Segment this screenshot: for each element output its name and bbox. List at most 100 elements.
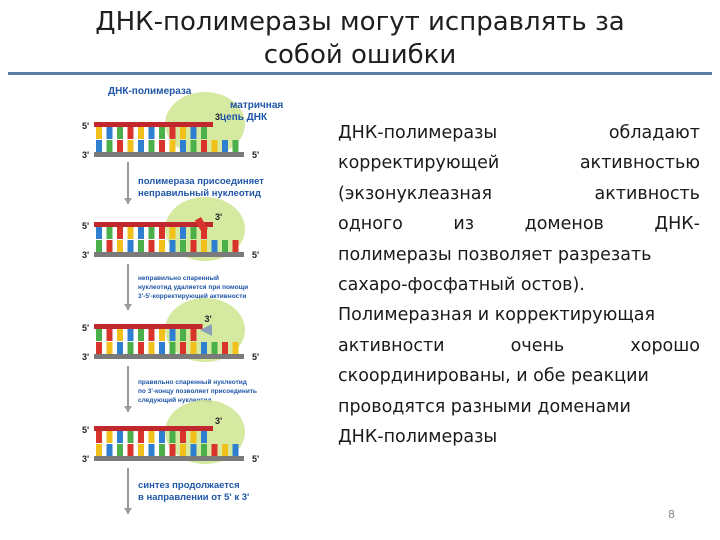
template-base [127,240,134,252]
template-base [159,140,165,152]
new-strand-base [106,431,113,443]
text-line: сахаро-фосфатный остов). [338,275,585,296]
template-base [180,342,186,354]
template-base [96,444,102,456]
new-strand-base [96,227,102,239]
template-base [169,342,176,354]
template-base [169,140,176,152]
new-strand-base [106,329,113,341]
step3-line1: правильно спаренный нуклеотид [138,378,247,386]
end-label-5: 5' [82,425,89,435]
slide-title: ДНК-полимеразы могут исправлять за собой… [0,6,720,72]
new-strand-base [127,127,134,139]
template-base [211,444,218,456]
end-label-5: 5' [82,221,89,231]
new-strand-base [127,227,134,239]
template-base [117,342,123,354]
label-polymerase: ДНК-полимераза [108,86,192,97]
new-strand-base [96,127,102,139]
new-strand-base [159,227,165,239]
text-line: ДНК-полимеразы [338,427,498,448]
template-base [127,342,134,354]
template-base [190,240,197,252]
new-strand-base [190,227,197,239]
new-strand-base [159,127,165,139]
new-strand-base [169,127,176,139]
template-base [148,444,155,456]
template-base [169,444,176,456]
new-strand-base [148,227,155,239]
arrow-head [124,406,132,412]
new-strand-base [138,227,144,239]
end-label-3: 3' [82,454,89,464]
end-label-3: 3' [215,212,222,222]
template-base [222,342,228,354]
text-line: проводятся разными доменами [338,396,631,417]
template-base [106,444,113,456]
template-backbone [94,354,244,359]
step2-line3: 3'-5'-корректирующей активности [138,292,246,300]
new-strand-base [117,431,123,443]
template-base [106,342,113,354]
text-line: Полимеразная и корректирующая [338,305,656,326]
new-strand-base [138,431,144,443]
template-base [201,342,207,354]
label-template-2: цепь ДНК [220,112,268,123]
mismatched-base [194,216,208,233]
template-base [180,444,186,456]
new-strand-base [106,227,113,239]
new-strand-base [148,127,155,139]
template-base [106,140,113,152]
template-base [138,240,144,252]
arrow-head [124,508,132,514]
new-strand-base [148,431,155,443]
template-base [96,140,102,152]
new-strand-base [138,329,144,341]
text-line: скоординированы, и обе реакции [338,366,649,387]
template-base [148,240,155,252]
backtrack-arrow [200,324,212,336]
template-base [190,444,197,456]
new-strand-base [169,227,176,239]
new-strand-base [201,431,207,443]
new-strand-base [148,329,155,341]
end-label-5: 5' [252,352,259,362]
new-strand-backbone [94,222,213,227]
new-strand-base [180,431,186,443]
new-strand-base [169,431,176,443]
template-base [232,240,239,252]
new-strand-base [190,127,197,139]
template-base [232,342,239,354]
template-base [117,140,123,152]
new-strand-base [117,227,123,239]
new-strand-base [201,127,207,139]
new-strand-base [117,127,123,139]
new-strand-backbone [94,324,203,329]
template-base [222,240,228,252]
template-base [222,444,228,456]
new-strand-base [96,329,102,341]
template-base [211,342,218,354]
end-label-5: 5' [252,150,259,160]
template-base [232,444,239,456]
template-base [117,240,123,252]
new-strand-base [127,329,134,341]
template-base [96,240,102,252]
new-strand-base [159,431,165,443]
step4-line2: в направлении от 5' к 3' [138,492,249,503]
end-label-5: 5' [252,250,259,260]
page-number: 8 [668,508,675,521]
template-base [159,444,165,456]
template-base [148,342,155,354]
label-template-1: матричная [230,100,283,111]
template-base [211,140,218,152]
template-base [211,240,218,252]
end-label-5: 5' [82,121,89,131]
end-label-3: 3' [82,150,89,160]
template-base [138,140,144,152]
